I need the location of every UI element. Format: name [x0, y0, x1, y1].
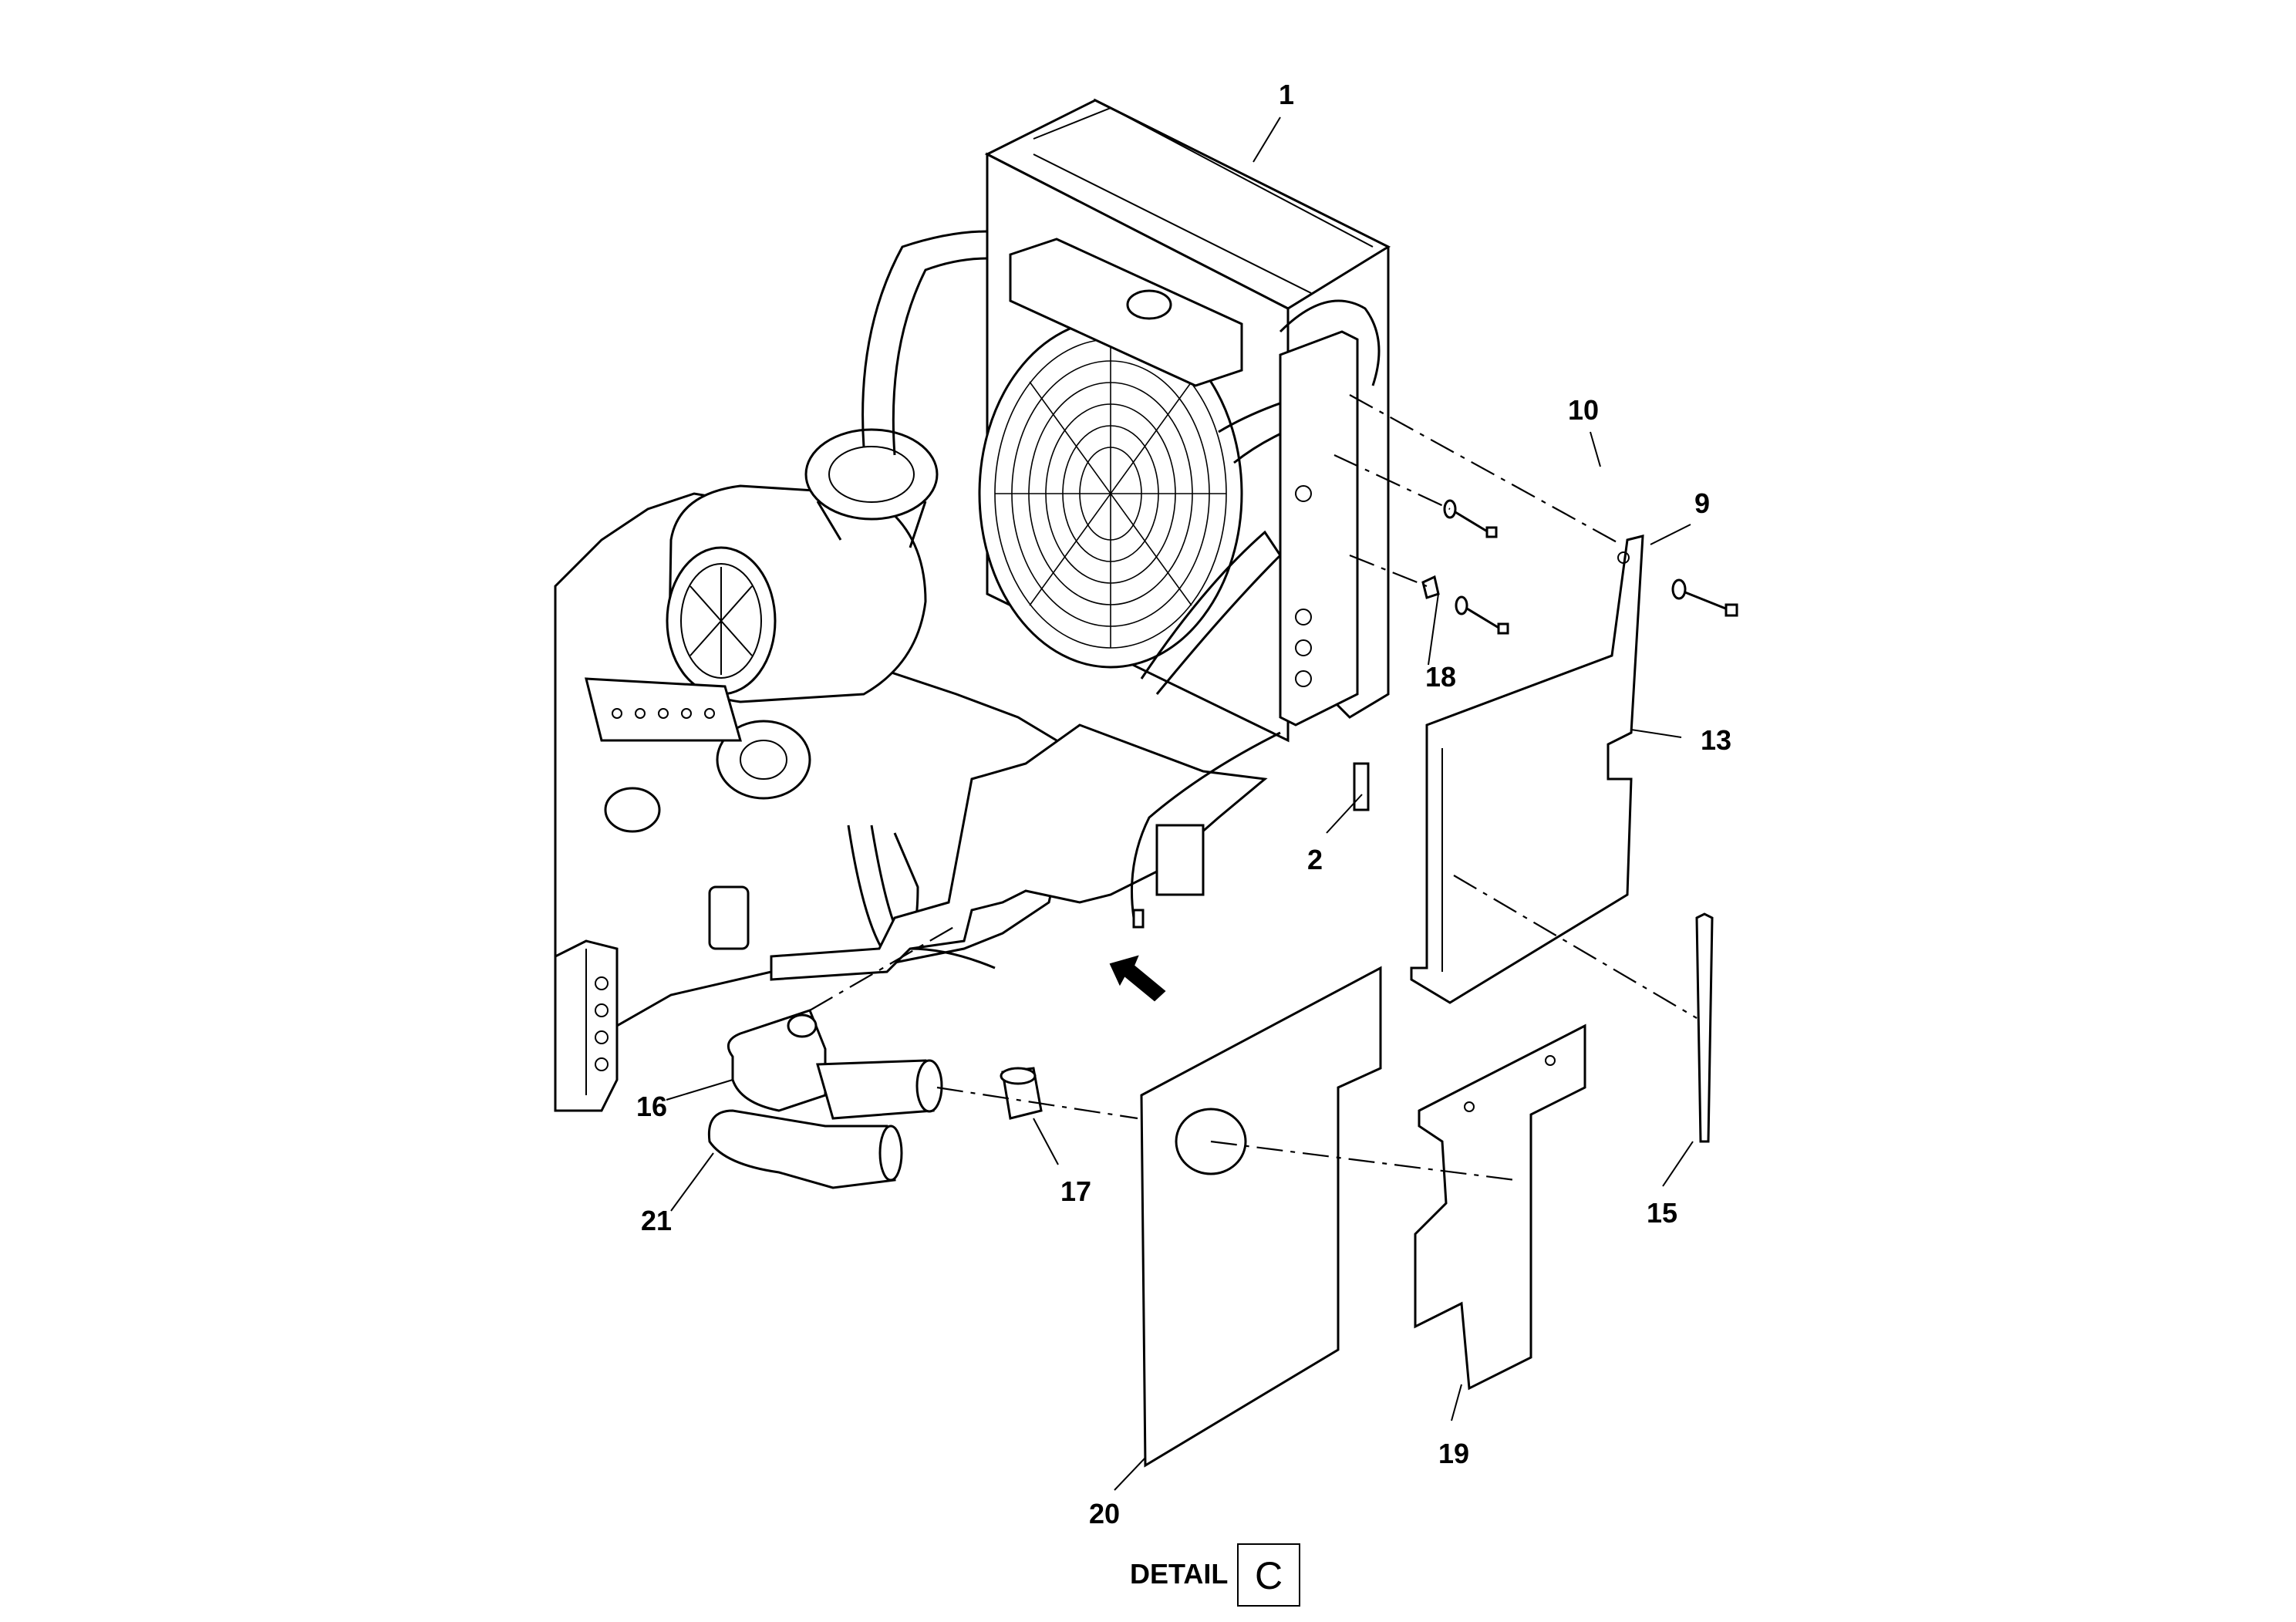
intake-pipe-21 — [707, 1109, 903, 1189]
panel-13 — [1410, 534, 1644, 1004]
callout-17: 17 — [1060, 1175, 1091, 1207]
detail-label: DETAIL C — [1130, 1543, 1300, 1607]
part-2-spacer — [1353, 762, 1370, 811]
expansion-tank — [1009, 238, 1243, 387]
intake-bell — [804, 428, 939, 548]
callout-19: 19 — [1438, 1438, 1469, 1469]
frame-block — [1155, 824, 1205, 896]
callout-21: 21 — [641, 1205, 672, 1236]
frame-bolt-holes — [595, 976, 609, 1071]
radiator-assembly — [978, 98, 1391, 929]
callout-20: 20 — [1089, 1498, 1120, 1529]
callout-1: 1 — [1279, 79, 1294, 110]
direction-arrow — [1109, 955, 1166, 1002]
cooling-fan — [978, 319, 1243, 669]
callout-13: 13 — [1701, 724, 1731, 756]
detail-letter: C — [1255, 1554, 1283, 1597]
callout-2: 2 — [1307, 844, 1323, 875]
callout-10: 10 — [1568, 394, 1599, 426]
detail-letter-box — [1237, 1543, 1300, 1607]
intake-pipe-16 — [727, 1009, 943, 1120]
bolt-9 — [1671, 578, 1738, 617]
assembly-center-lines — [809, 394, 1698, 1182]
side-tank-ports — [1295, 485, 1312, 687]
callout-16: 16 — [636, 1091, 667, 1122]
chassis-frame — [770, 723, 1268, 981]
callout-leader-lines — [666, 116, 1694, 1491]
panel-19 — [1414, 1023, 1586, 1391]
callout-labels: 1 2 9 10 13 15 16 17 18 19 20 21 — [636, 79, 1731, 1529]
detail-text: DETAIL — [1130, 1558, 1228, 1590]
bracket-holes — [612, 708, 715, 719]
panel-20 — [1140, 966, 1382, 1468]
clamp-17 — [1000, 1067, 1043, 1120]
callout-18: 18 — [1425, 661, 1456, 693]
part-15-strip — [1695, 912, 1714, 1143]
callout-15: 15 — [1647, 1197, 1677, 1229]
callout-9: 9 — [1694, 487, 1710, 519]
